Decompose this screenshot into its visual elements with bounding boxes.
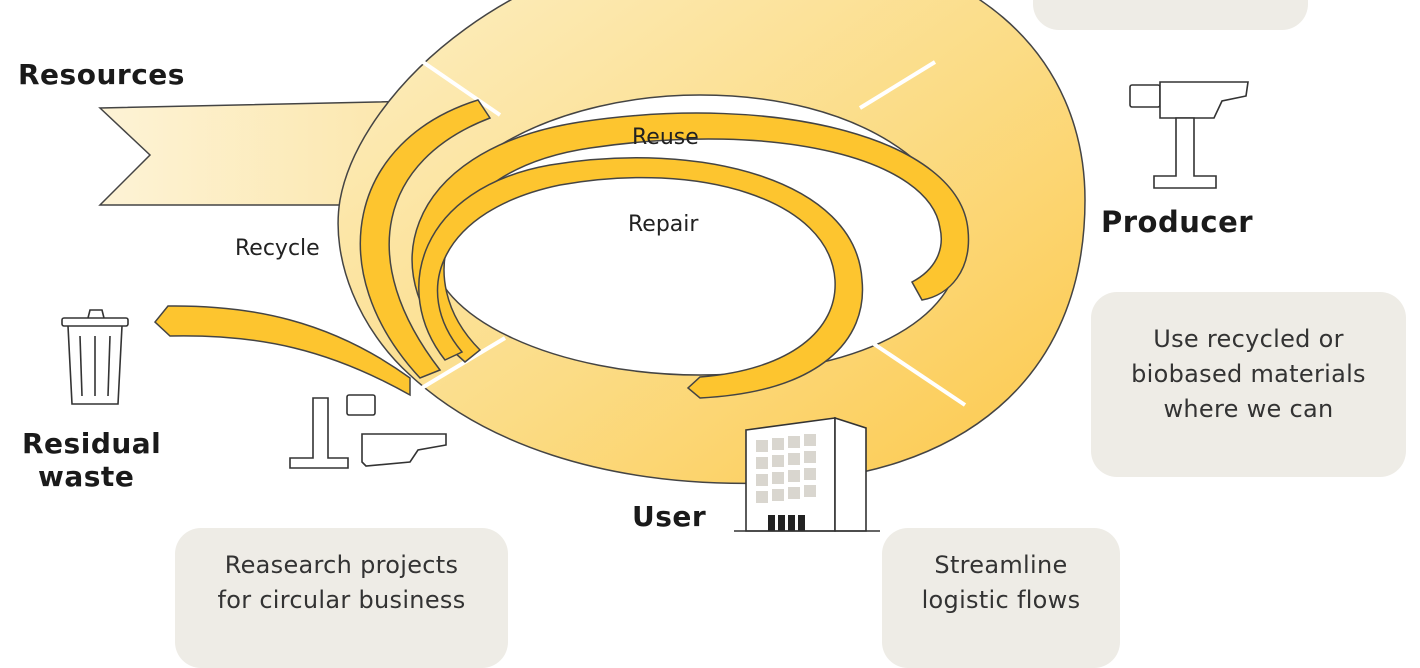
resources-label: Resources (18, 58, 185, 91)
note-producer: Use recycled or biobased materials where… (1091, 292, 1406, 477)
residual-waste-label: Residual waste (22, 427, 161, 493)
residual-waste-line-2: waste (38, 460, 135, 493)
repair-arrow (418, 157, 864, 399)
producer-label: Producer (1101, 205, 1254, 239)
circular-economy-diagram: Resources Producer User Residual waste R… (18, 0, 1406, 668)
trash-bin-icon (61, 309, 129, 405)
note-producer-line-2: biobased materials (1131, 360, 1366, 388)
reuse-label: Reuse (632, 125, 699, 150)
note-logistics: Streamline logistic flows (882, 528, 1120, 668)
note-producer-line-3: where we can (1163, 395, 1334, 423)
note-logistics-line-1: Streamline (934, 551, 1068, 579)
note-research-line-1: Reasearch projects (224, 551, 459, 579)
note-research: Reasearch projects for circular business (175, 528, 508, 668)
repair-label: Repair (628, 212, 699, 237)
recycle-arrow (359, 99, 492, 379)
note-research-line-2: for circular business (217, 586, 466, 614)
office-building-icon (734, 416, 880, 532)
band-dividers (408, 58, 967, 407)
machine-parts-icon (289, 394, 447, 469)
note-logistics-line-2: logistic flows (921, 586, 1081, 614)
recycle-label: Recycle (235, 236, 320, 261)
waste-ribbon (153, 305, 411, 397)
reuse-arrow (411, 112, 970, 363)
diagram-canvas (61, 0, 1249, 532)
note-top-right-partial (1033, 0, 1308, 30)
residual-waste-line-1: Residual (22, 427, 162, 460)
user-label: User (632, 500, 707, 533)
note-producer-line-1: Use recycled or (1153, 325, 1344, 353)
factory-machine-icon (1129, 81, 1249, 189)
